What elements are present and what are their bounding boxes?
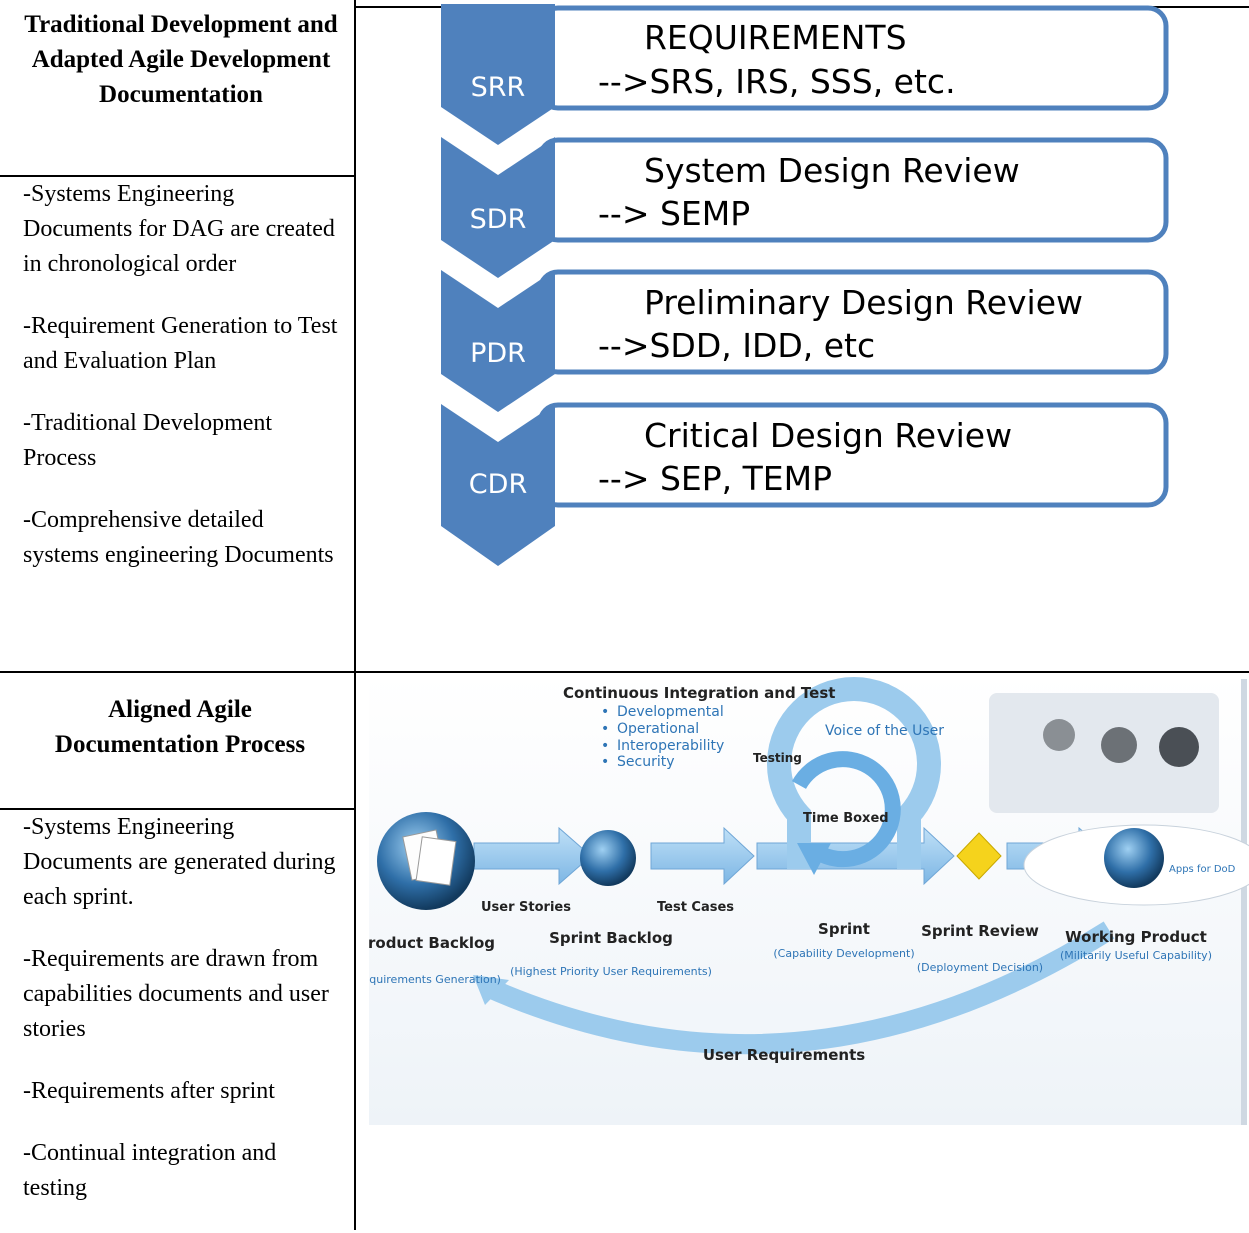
sprint-backlog-title: Sprint Backlog <box>549 929 673 947</box>
bottom-left-title-divider <box>0 808 355 810</box>
stage-chevron <box>441 270 555 412</box>
stage-title: Preliminary Design Review <box>644 283 1083 322</box>
time-boxed-label: Time Boxed <box>803 811 889 826</box>
sprint-backlog-sub: (Highest Priority User Requirements) <box>510 965 712 978</box>
document-icon <box>415 836 457 886</box>
working-product-sub: (Militarily Useful Capability) <box>1060 949 1212 962</box>
ci-item: Security <box>617 754 675 770</box>
table-row-divider <box>0 671 1249 673</box>
top-left-title-divider <box>0 175 355 177</box>
sprint-sub: (Capability Development) <box>773 947 914 960</box>
stage-cdr: CDR Critical Design Review --> SEP, TEMP <box>441 402 1169 566</box>
bullet: -Traditional Development Process <box>23 410 273 471</box>
ci-item: Developmental <box>617 704 724 720</box>
sprint-review-sub: (Deployment Decision) <box>917 961 1043 974</box>
bullet: -Requirement Generation to Test and Eval… <box>23 313 338 374</box>
user-stories-label: User Stories <box>481 900 571 915</box>
working-product-title: Working Product <box>1065 928 1207 946</box>
ci-item: Operational <box>617 721 699 737</box>
stage-sdr: SDR System Design Review --> SEMP <box>441 137 1169 278</box>
stage-chevron <box>441 4 555 145</box>
stage-srr: SRR REQUIREMENTS -->SRS, IRS, SSS, etc. <box>441 4 1169 145</box>
diagram-panel-shadow <box>1241 679 1247 1125</box>
ci-bullet: • <box>601 721 609 737</box>
testing-label: Testing <box>753 751 802 765</box>
test-cases-label: Test Cases <box>657 900 734 915</box>
apps-label: Apps for DoD <box>1169 864 1236 875</box>
table-divider-vertical <box>354 0 356 1230</box>
top-left-bullets: -Systems Engineering Documents for DAG a… <box>23 177 343 600</box>
bottom-left-bullets: -Systems Engineering Documents are gener… <box>23 810 343 1233</box>
product-backlog-title: Product Backlog <box>369 934 495 952</box>
sprint-title: Sprint <box>818 920 870 938</box>
stage-chevron <box>441 404 555 566</box>
user-requirements-label: User Requirements <box>703 1046 865 1064</box>
top-left-title: Traditional Development and Adapted Agil… <box>24 11 338 108</box>
testing-arrow <box>792 751 901 868</box>
stage-abbr: SRR <box>471 72 526 103</box>
arrow-user-stories <box>473 826 592 886</box>
sprint-review-title: Sprint Review <box>921 922 1039 940</box>
bullet: -Requirements after sprint <box>23 1078 275 1104</box>
bullet: -Requirements are drawn from capabilitie… <box>23 946 329 1042</box>
ci-bullet: • <box>601 704 609 720</box>
stage-docs: -->SDD, IDD, etc <box>598 326 875 365</box>
user-requirements-arc <box>482 921 1115 1055</box>
bullet: -Comprehensive detailed systems engineer… <box>23 507 334 568</box>
ci-title: Continuous Integration and Test <box>563 684 835 702</box>
stage-title: REQUIREMENTS <box>644 18 907 57</box>
sprint-review-diamond <box>956 832 1002 880</box>
voice-of-user-label: Voice of the User <box>825 723 944 739</box>
sprint-backlog-icon <box>580 830 636 886</box>
stage-pdr: PDR Preliminary Design Review -->SDD, ID… <box>441 269 1169 412</box>
bullet: -Systems Engineering Documents for DAG a… <box>23 181 335 277</box>
stage-docs: --> SEMP <box>598 194 750 233</box>
user-requirements-arrowhead <box>473 975 509 1005</box>
stage-chevron <box>441 137 555 278</box>
stage-docs: -->SRS, IRS, SSS, etc. <box>598 62 956 101</box>
ci-item: Interoperability <box>617 738 724 754</box>
stage-title: System Design Review <box>644 151 1020 190</box>
stage-abbr: CDR <box>469 469 527 500</box>
stage-abbr: PDR <box>470 338 526 369</box>
bottom-left-title: Aligned Agile Documentation Process <box>54 696 306 758</box>
bullet: -Systems Engineering Documents are gener… <box>23 814 336 910</box>
testing-arrowhead <box>797 843 831 875</box>
sprint-loop <box>767 677 941 869</box>
arrow-test-cases <box>650 826 755 886</box>
soldier-icon <box>1043 719 1075 751</box>
agile-process-diagram: Continuous Integration and Test Developm… <box>369 675 1249 1125</box>
stage-abbr: SDR <box>470 204 527 235</box>
ci-bullet: • <box>601 738 609 754</box>
waterfall-diagram: SRR REQUIREMENTS -->SRS, IRS, SSS, etc. … <box>441 4 1169 566</box>
stage-title: Critical Design Review <box>644 416 1012 455</box>
stage-docs: --> SEP, TEMP <box>598 459 832 498</box>
product-backlog-sub: (Requirements Generation) <box>369 973 501 986</box>
working-product-icon <box>1104 828 1164 888</box>
ci-bullet: • <box>601 754 609 770</box>
soldier-icon <box>1159 727 1199 767</box>
soldier-icon <box>1101 727 1137 763</box>
bullet: -Continual integration and testing <box>23 1140 277 1201</box>
